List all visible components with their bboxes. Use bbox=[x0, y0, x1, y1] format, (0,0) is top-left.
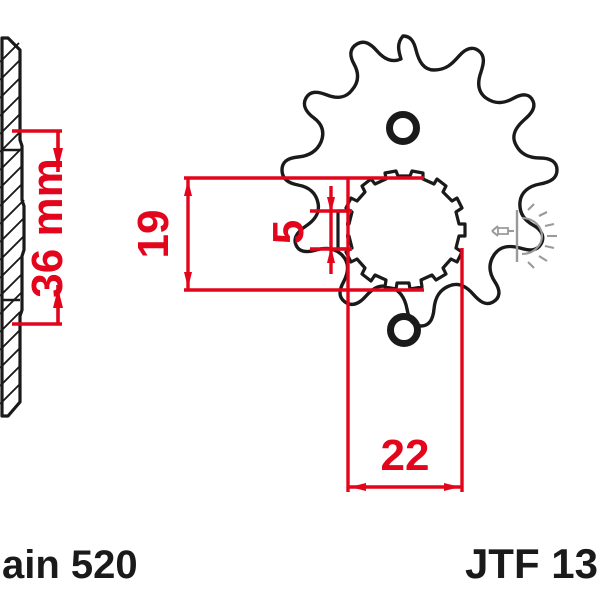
dimension-hub-19: 19 bbox=[129, 176, 424, 292]
caption-part-number: JTF 13 bbox=[465, 540, 598, 587]
dimension-label-19: 19 bbox=[129, 210, 178, 259]
arrowhead-22-right bbox=[444, 483, 460, 491]
dimension-label-22: 22 bbox=[381, 431, 430, 480]
dimension-keyway-5: 5 bbox=[264, 186, 352, 274]
dimension-label-36mm: 36 mm bbox=[23, 158, 72, 297]
caption-chain-spec: ain 520 bbox=[2, 543, 138, 587]
side-section-view bbox=[0, 36, 26, 418]
side-profile-outline bbox=[0, 36, 26, 418]
arrowhead-22-left bbox=[350, 483, 366, 491]
dimension-bolt-span-22: 22 bbox=[346, 178, 464, 492]
sun-gear-symbol-icon bbox=[491, 203, 557, 269]
mounting-hole-bottom bbox=[387, 313, 421, 347]
side-hub-step-lines bbox=[2, 148, 20, 302]
dimension-thickness-36mm: 36 mm bbox=[12, 129, 72, 326]
arrowhead-19-bottom bbox=[184, 272, 192, 288]
arrowhead-5-top bbox=[327, 197, 335, 213]
section-hatching bbox=[0, 42, 25, 405]
arrowhead-top bbox=[53, 148, 63, 168]
mounting-hole-top bbox=[386, 111, 420, 145]
dimension-label-5: 5 bbox=[264, 220, 313, 244]
arrowhead-5-bottom bbox=[327, 247, 335, 263]
keyway-fill bbox=[336, 211, 346, 249]
arrowhead-bottom bbox=[53, 288, 63, 308]
arrowhead-19-top bbox=[184, 180, 192, 196]
